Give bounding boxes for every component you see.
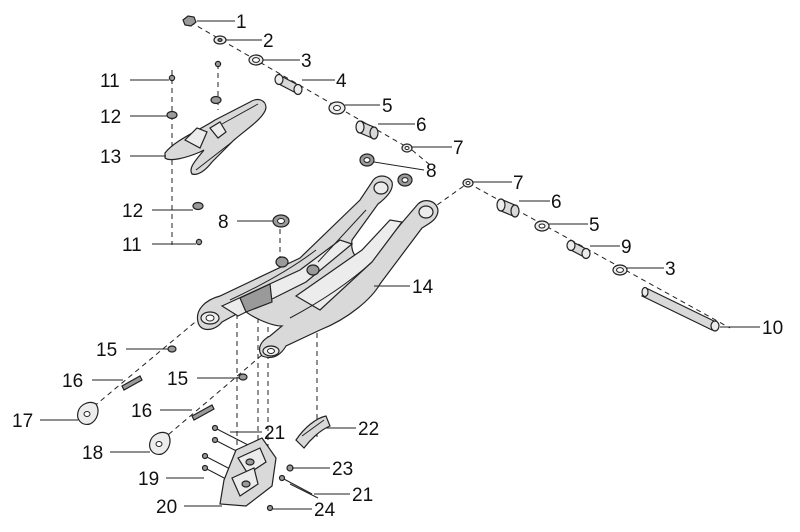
callout-1: 1 [236, 12, 247, 33]
callout-12b: 12 [122, 201, 143, 222]
callout-7: 7 [453, 138, 464, 159]
nut-part-15a [167, 345, 177, 353]
callout-22: 22 [358, 419, 379, 440]
callout-6: 6 [416, 115, 427, 136]
callout-21b: 21 [352, 485, 373, 506]
bolt-part-19 [201, 452, 233, 481]
washer-part-5b [534, 220, 550, 232]
callout-11: 11 [100, 71, 120, 92]
bushing-part-8 [272, 153, 413, 228]
callout-4: 4 [336, 71, 347, 92]
chain-guide-part-20 [219, 437, 277, 507]
pivot-stack-upper [182, 15, 413, 153]
grommet-part-12a [166, 95, 222, 120]
callout-20: 20 [156, 497, 177, 518]
pivot-stack-right [462, 178, 720, 332]
callout-13: 13 [100, 147, 121, 168]
nut-part-1 [182, 15, 197, 27]
guide-insert-part-22 [295, 415, 331, 449]
callout-16b: 16 [131, 401, 152, 422]
bearing-part-6a [355, 120, 379, 140]
adjuster-plate-part-18 [149, 431, 171, 455]
callout-5: 5 [382, 96, 393, 117]
callout-14: 14 [412, 277, 434, 298]
nut-part-15b [238, 373, 248, 381]
callout-3: 3 [301, 51, 312, 72]
callout-15b: 15 [167, 369, 188, 390]
chain-guide-assembly [201, 415, 331, 512]
washer-part-2 [213, 35, 227, 45]
callout-16: 16 [62, 371, 83, 392]
callout-11b: 11 [122, 235, 142, 256]
bolt-part-16a [121, 375, 143, 391]
ring-part-7a [401, 143, 413, 153]
bolt-part-21b [278, 474, 319, 499]
callout-3b: 3 [665, 259, 676, 280]
bearing-part-6b [496, 198, 520, 218]
callout-6b: 6 [551, 192, 562, 213]
callout-2: 2 [263, 31, 274, 52]
washer-part-5a [328, 101, 346, 115]
collar-part-9 [566, 239, 591, 260]
seal-part-3b [612, 264, 628, 276]
callout-labels: 1 2 3 4 5 6 7 8 7 6 5 9 3 10 11 12 13 12… [12, 12, 783, 521]
callout-19: 19 [138, 469, 159, 490]
callout-5b: 5 [589, 215, 600, 236]
seal-part-3a [248, 54, 264, 66]
ring-part-7b [462, 178, 474, 188]
callout-21: 21 [264, 423, 285, 444]
callout-12: 12 [100, 107, 121, 128]
callout-24: 24 [314, 500, 336, 521]
nut-part-24 [266, 504, 274, 512]
callout-9: 9 [621, 237, 632, 258]
screw-part-11b [195, 238, 203, 246]
chain-slider-part-13 [164, 98, 267, 175]
callout-8b: 8 [218, 212, 229, 233]
adjuster-plate-part-17 [77, 401, 99, 425]
callout-23: 23 [332, 459, 353, 480]
callout-15: 15 [96, 340, 117, 361]
screw-part-11a [168, 60, 222, 82]
grommet-part-12b [192, 201, 204, 211]
pivot-shaft-part-10 [641, 286, 720, 332]
callout-18: 18 [82, 443, 103, 464]
callout-17: 17 [12, 411, 33, 432]
chain-slider-assembly [164, 60, 267, 246]
callout-7b: 7 [513, 173, 524, 194]
callout-8: 8 [426, 161, 437, 182]
chain-adjuster-assembly [77, 345, 248, 455]
bolt-part-16b [191, 404, 215, 421]
collar-part-4 [274, 73, 303, 96]
swingarm-part-14 [196, 175, 439, 359]
leader-lines [40, 20, 760, 510]
callout-10: 10 [762, 318, 783, 339]
